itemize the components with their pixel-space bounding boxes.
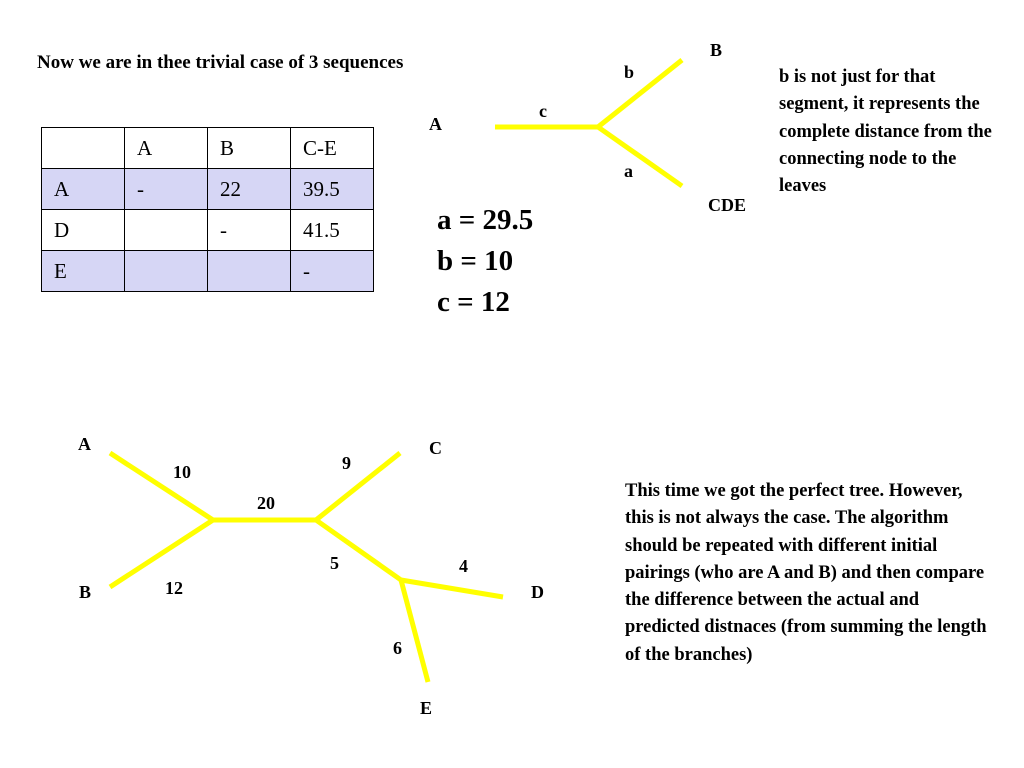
table-row: A - 22 39.5 [41,168,374,210]
page-title: Now we are in thee trivial case of 3 seq… [37,52,404,73]
table-cell: - [207,209,291,251]
table-cell [124,209,208,251]
result-c: c = 12 [437,286,510,318]
leaf-label-e: E [420,698,432,718]
distance-table: A B C-E A - 22 39.5 D - 41.5 E - [41,127,374,292]
table-cell: 41.5 [290,209,374,251]
table-cell [124,250,208,292]
table-cell: C-E [290,127,374,169]
table-cell: 39.5 [290,168,374,210]
leaf-label-a: A [429,114,442,134]
branch-label-middle: 20 [257,493,275,513]
leaf-label-b: B [79,582,91,602]
branch-b [108,517,215,590]
branch-label-b: b [624,62,634,82]
branch-label-e: 6 [393,638,402,658]
table-cell: - [124,168,208,210]
table-cell: 22 [207,168,291,210]
table-cell [207,250,291,292]
table-header-row: A B C-E [41,127,374,169]
branch-label-c: c [539,101,547,121]
branch-label-c: 9 [342,453,351,473]
table-row: D - 41.5 [41,209,374,251]
branch-label-a: 10 [173,462,191,482]
table-cell: - [290,250,374,292]
note-perfect-tree: This time we got the perfect tree. Howev… [625,481,987,665]
leaf-label-a: A [78,434,91,454]
branch-results: a = 29.5 b = 10 c = 12 [437,200,533,323]
table-row: E - [41,250,374,292]
branch-label-b: 12 [165,578,183,598]
branch-b [596,58,684,129]
branch-inner [314,517,403,583]
branch-label-d: 4 [459,556,468,576]
branch-e [398,579,431,683]
branch-c [314,451,402,522]
result-a: a = 29.5 [437,204,534,236]
tree-three-sequences [495,58,684,189]
result-b: b = 10 [437,245,514,277]
tree-five-sequences [108,450,504,683]
leaf-label-cde: CDE [708,195,746,215]
leaf-label-b: B [710,40,722,60]
note-branch-meaning: b is not just for that segment, it repre… [779,67,992,197]
leaf-label-d: D [531,582,544,602]
table-cell: A [41,168,125,210]
branch-label-inner: 5 [330,553,339,573]
branch-label-a: a [624,161,633,181]
branch-a [108,450,215,523]
branch-d [400,577,504,600]
table-cell: E [41,250,125,292]
branch-a [596,124,684,189]
leaf-label-c: C [429,438,442,458]
